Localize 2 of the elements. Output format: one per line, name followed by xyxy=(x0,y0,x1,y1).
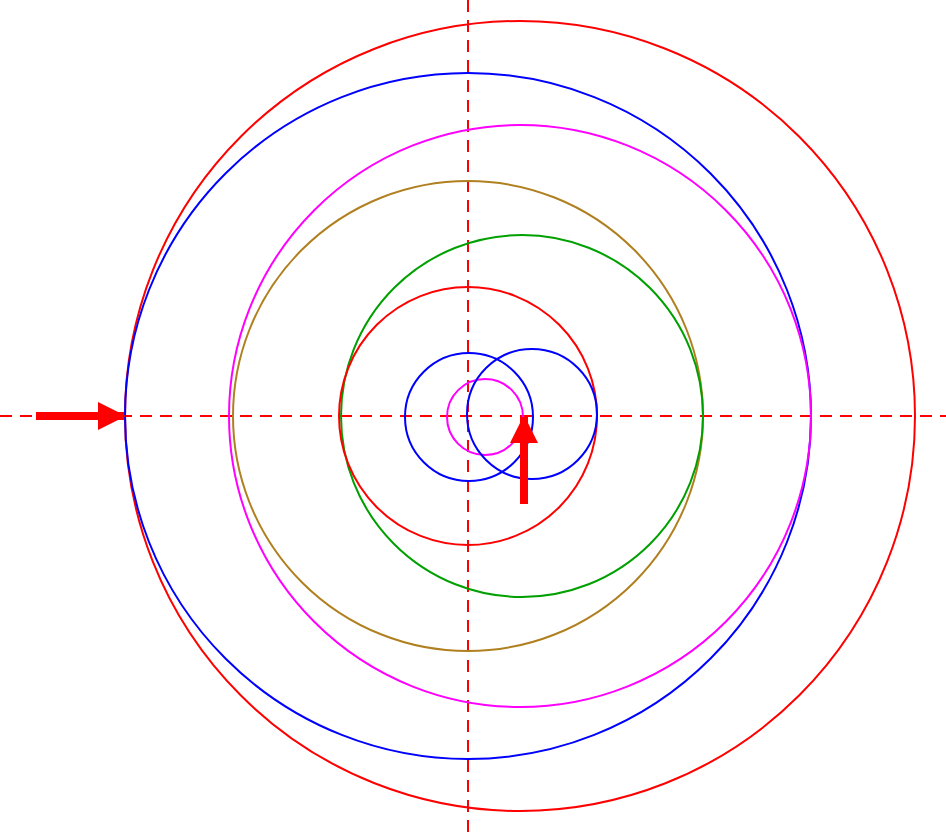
arrow xyxy=(36,402,126,430)
arrow xyxy=(510,415,538,504)
